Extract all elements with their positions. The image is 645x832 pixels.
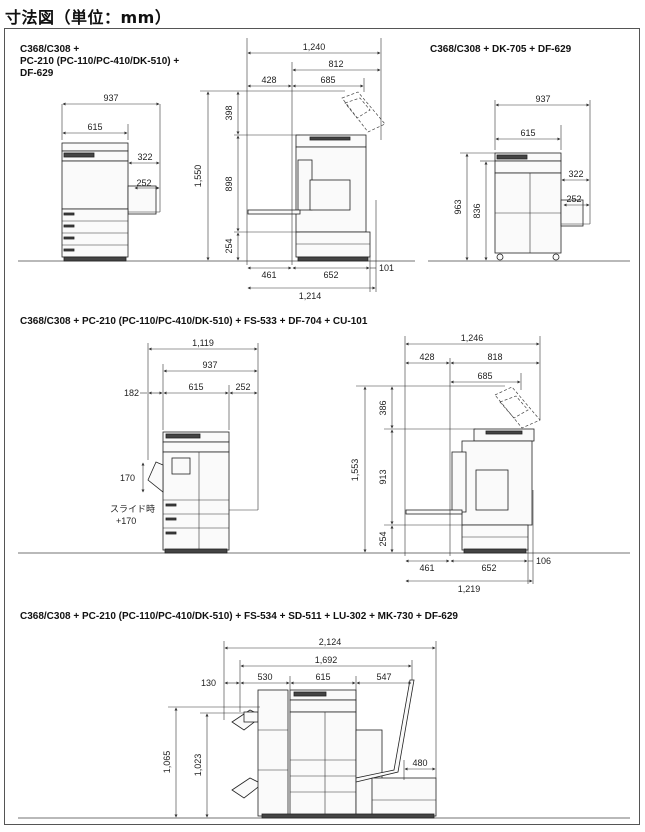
dim-s1-right-252: 252 — [566, 194, 581, 204]
s1-front-machine — [61, 142, 160, 262]
dim-s1-side-652: 652 — [323, 270, 338, 280]
dim-s2-front-170: 170 — [120, 473, 135, 483]
dim-s1-side-461: 461 — [261, 270, 276, 280]
s3-caption: C368/C308 + PC-210 (PC-110/PC-410/DK-510… — [20, 611, 458, 622]
s1-caption-line-3: DF-629 — [20, 68, 54, 79]
dim-s2-front-615: 615 — [188, 382, 203, 392]
dim-s2-side-106: 106 — [536, 556, 551, 566]
section-2: C368/C308 + PC-210 (PC-110/PC-410/DK-510… — [18, 316, 630, 594]
dim-s1-side-254: 254 — [224, 238, 234, 253]
dim-s1-side-685: 685 — [320, 75, 335, 85]
dim-s2-side-818: 818 — [487, 352, 502, 362]
s2-slide-note-1: スライド時 — [110, 504, 155, 515]
dim-s1-side-101: 101 — [379, 263, 394, 273]
dim-s2-front-182: 182 — [124, 388, 139, 398]
s1-caption-line-2: PC-210 (PC-110/PC-410/DK-510) + — [20, 56, 179, 67]
s2-side-machine — [405, 386, 541, 554]
s2-slide-note-2: +170 — [116, 516, 136, 526]
s1-caption-right: C368/C308 + DK-705 + DF-629 — [430, 44, 572, 55]
dim-s2-side-386: 386 — [378, 400, 388, 415]
dim-s2-side-461: 461 — [419, 563, 434, 573]
dim-s2-side-428: 428 — [419, 352, 434, 362]
dim-s3-547: 547 — [376, 672, 391, 682]
dim-s2-front-252: 252 — [235, 382, 250, 392]
dim-s1-right-963: 963 — [453, 199, 463, 214]
dim-s2-front-937: 937 — [202, 360, 217, 370]
dim-s3-530: 530 — [257, 672, 272, 682]
page-title: 寸法図（単位：mm） — [5, 8, 172, 27]
dim-s3-1692: 1,692 — [315, 655, 338, 665]
dim-s3-2124: 2,124 — [319, 637, 342, 647]
section-1: C368/C308 + PC-210 (PC-110/PC-410/DK-510… — [18, 38, 630, 301]
dim-s1-right-615: 615 — [520, 128, 535, 138]
dim-s1-side-1214: 1,214 — [299, 291, 322, 301]
dim-s3-1065: 1,065 — [162, 751, 172, 774]
s2-front-machine — [147, 431, 258, 554]
s2-caption: C368/C308 + PC-210 (PC-110/PC-410/DK-510… — [20, 316, 368, 327]
dim-s3-1023: 1,023 — [193, 754, 203, 777]
dim-s1-front-937: 937 — [103, 93, 118, 103]
dim-s1-side-812: 812 — [328, 59, 343, 69]
dim-s3-615: 615 — [315, 672, 330, 682]
dim-s1-front-252: 252 — [136, 178, 151, 188]
dim-s1-side-1240: 1,240 — [303, 42, 326, 52]
s3-machine — [231, 679, 437, 819]
diagram-frame — [4, 28, 640, 825]
dim-s3-480: 480 — [412, 758, 427, 768]
dim-s2-side-652: 652 — [481, 563, 496, 573]
dim-s1-right-836: 836 — [472, 203, 482, 218]
s1-right-machine — [494, 152, 590, 261]
dim-s2-side-1219: 1,219 — [458, 584, 481, 594]
dim-s1-side-1550: 1,550 — [193, 165, 203, 188]
dim-s1-right-322: 322 — [568, 169, 583, 179]
dim-s1-right-937: 937 — [535, 94, 550, 104]
dim-s2-side-685: 685 — [477, 371, 492, 381]
dim-s2-side-254: 254 — [378, 531, 388, 546]
dim-s1-front-615: 615 — [87, 122, 102, 132]
dim-s1-side-398: 398 — [224, 105, 234, 120]
section-3: C368/C308 + PC-210 (PC-110/PC-410/DK-510… — [18, 611, 630, 819]
dim-s1-front-322: 322 — [137, 152, 152, 162]
dim-s3-130: 130 — [201, 678, 216, 688]
dim-s1-side-898: 898 — [224, 176, 234, 191]
s1-side-machine — [247, 91, 386, 262]
s1-caption-line-1: C368/C308 + — [20, 44, 79, 55]
dim-s2-side-913: 913 — [378, 469, 388, 484]
dim-s2-front-1119: 1,119 — [192, 338, 214, 348]
dim-s1-side-428: 428 — [261, 75, 276, 85]
dim-s2-side-1246: 1,246 — [461, 333, 484, 343]
dim-s2-side-1553: 1,553 — [350, 459, 360, 482]
